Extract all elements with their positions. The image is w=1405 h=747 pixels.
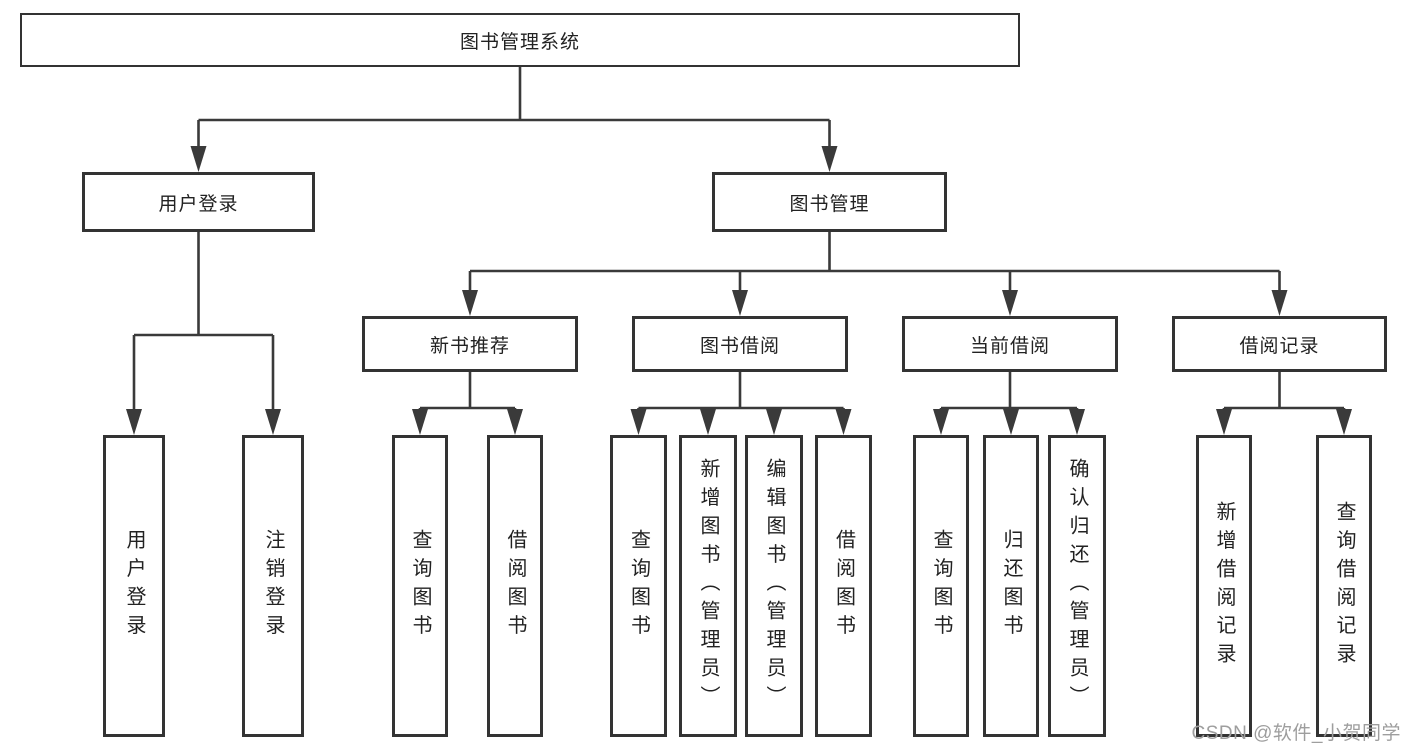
leaf-bb-edit-books: 编辑图书（管理员）	[745, 435, 803, 737]
leaf-br-query-record-label: 查询借阅记录	[1333, 500, 1355, 672]
node-book-borrow: 图书借阅	[632, 316, 848, 372]
node-book-management-label: 图书管理	[789, 193, 870, 215]
arrow-icon	[1069, 409, 1085, 435]
arrow-icon	[412, 409, 428, 435]
connector-current	[939, 372, 1079, 412]
leaf-bb-query-books: 查询图书	[610, 435, 667, 737]
arrow-icon	[462, 290, 478, 316]
node-current-borrow: 当前借阅	[902, 316, 1118, 372]
arrow-icon	[1002, 290, 1018, 316]
leaf-logout: 注销登录	[242, 435, 304, 737]
leaf-br-query-record: 查询借阅记录	[1316, 435, 1372, 737]
leaf-cb-return-books-label: 归还图书	[1000, 529, 1022, 643]
leaf-cb-confirm-return-label: 确认归还（管理员）	[1066, 458, 1088, 714]
leaf-logout-label: 注销登录	[262, 529, 284, 643]
arrow-icon	[126, 409, 142, 435]
arrow-icon	[265, 409, 281, 435]
connector-record	[1222, 372, 1346, 412]
node-book-borrow-label: 图书借阅	[699, 335, 780, 357]
node-user-login: 用户登录	[82, 172, 315, 232]
arrow-icon	[700, 409, 716, 435]
arrow-icon	[1271, 290, 1288, 316]
arrow-icon	[821, 146, 838, 172]
arrow-icon	[766, 409, 782, 435]
leaf-cb-confirm-return: 确认归还（管理员）	[1048, 435, 1106, 737]
connector-userlogin	[132, 232, 275, 411]
arrow-icon	[1216, 409, 1232, 435]
arrow-icon	[630, 409, 647, 435]
csdn-watermark: CSDN @软件_小贺同学	[1191, 723, 1401, 744]
node-borrow-record: 借阅记录	[1172, 316, 1387, 372]
arrow-icon	[1336, 409, 1352, 435]
leaf-user-login-label: 用户登录	[123, 529, 145, 643]
leaf-bb-borrow-books: 借阅图书	[815, 435, 872, 737]
arrow-icon	[1003, 409, 1019, 435]
leaf-rec-borrow-books-label: 借阅图书	[504, 529, 526, 643]
arrow-icon	[732, 290, 748, 316]
leaf-br-add-record: 新增借阅记录	[1196, 435, 1252, 737]
leaf-bb-add-books-label: 新增图书（管理员）	[697, 458, 719, 714]
node-root-label: 图书管理系统	[459, 31, 580, 53]
leaf-br-add-record-label: 新增借阅记录	[1213, 500, 1235, 672]
node-user-login-label: 用户登录	[158, 193, 239, 215]
leaf-bb-borrow-books-label: 借阅图书	[832, 529, 855, 643]
node-current-borrow-label: 当前借阅	[969, 335, 1050, 357]
node-new-book-recommend-label: 新书推荐	[429, 335, 510, 357]
leaf-rec-borrow-books: 借阅图书	[487, 435, 543, 737]
arrow-icon	[507, 409, 523, 435]
node-borrow-record-label: 借阅记录	[1239, 335, 1320, 357]
arrow-icon	[190, 146, 207, 172]
leaf-cb-query-books: 查询图书	[913, 435, 969, 737]
leaf-cb-query-books-label: 查询图书	[930, 529, 952, 643]
leaf-rec-query-books-label: 查询图书	[409, 529, 431, 643]
leaf-bb-add-books: 新增图书（管理员）	[679, 435, 737, 737]
connector-borrow	[637, 372, 845, 412]
arrowheads	[126, 146, 1352, 435]
connector-newrec	[418, 372, 517, 412]
leaf-bb-edit-books-label: 编辑图书（管理员）	[763, 458, 785, 714]
leaf-rec-query-books: 查询图书	[392, 435, 448, 737]
arrow-icon	[933, 409, 949, 435]
leaf-bb-query-books-label: 查询图书	[627, 529, 650, 643]
node-root: 图书管理系统	[20, 13, 1020, 67]
arrow-icon	[835, 409, 852, 435]
node-book-management: 图书管理	[712, 172, 947, 232]
node-new-book-recommend: 新书推荐	[362, 316, 578, 372]
connector-root-stem	[197, 67, 831, 148]
leaf-cb-return-books: 归还图书	[983, 435, 1039, 737]
leaf-user-login: 用户登录	[103, 435, 165, 737]
connector-bookmgmt	[468, 232, 1281, 292]
